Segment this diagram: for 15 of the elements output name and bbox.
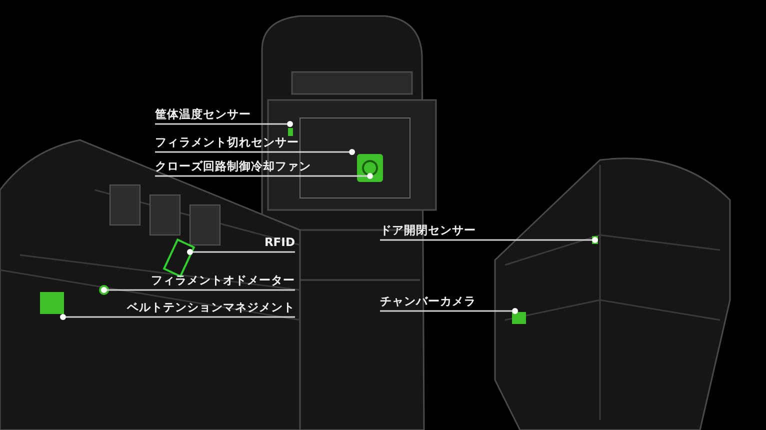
leader-line xyxy=(107,289,295,291)
part-label: フィラメントオドメーター xyxy=(151,272,295,290)
part-label: ドア開閉センサー xyxy=(380,222,476,240)
leader-line xyxy=(155,151,349,153)
part-label: ベルトテンションマネジメント xyxy=(127,299,295,317)
leader-line xyxy=(380,310,512,312)
leader-line xyxy=(155,123,287,125)
part-label: 筐体温度センサー xyxy=(155,106,251,124)
part-label: フィラメント切れセンサー xyxy=(155,134,299,152)
part-label: チャンバーカメラ xyxy=(380,293,476,311)
leader-line xyxy=(66,316,295,318)
leader-line xyxy=(380,239,592,241)
part-label: クローズ回路制御冷却ファン xyxy=(155,158,311,176)
part-label: RFID xyxy=(264,234,295,252)
leader-line xyxy=(193,251,295,253)
